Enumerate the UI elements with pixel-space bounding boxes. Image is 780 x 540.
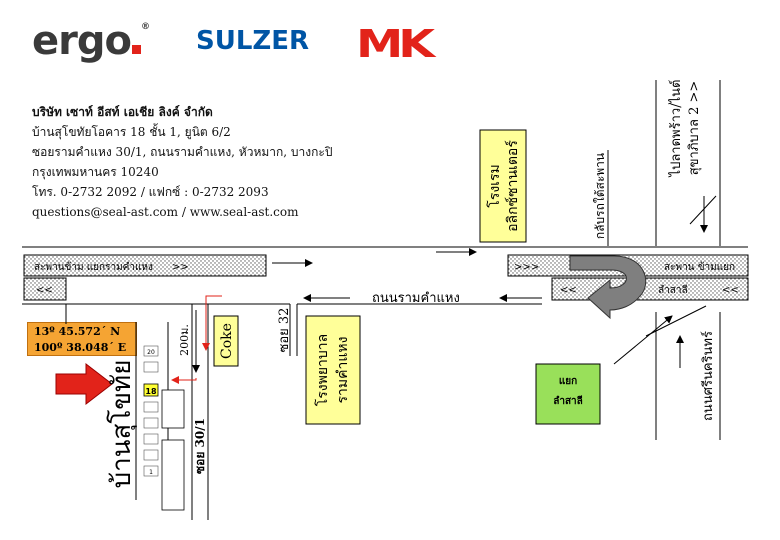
building-16: [143, 417, 159, 429]
cinema-box: [479, 129, 527, 243]
building-1: [143, 465, 159, 477]
flyover-left-label: สะพานข้าม แยกรามคำแหง: [34, 261, 153, 273]
latitude: 13º 45.572´ N: [34, 325, 121, 338]
main-road-label: ถนนรามคำแหง: [372, 291, 460, 306]
flyover-right-back2: <<: [722, 285, 739, 296]
building-20-label: 20: [147, 349, 155, 356]
red-route-1: [202, 295, 222, 351]
srinakarin-label: ถนนศรีนครินทร์: [700, 331, 716, 421]
road-lad-diagonal: [689, 195, 717, 225]
coke-label: Coke: [219, 323, 235, 359]
longitude: 100º 38.048´ E: [34, 341, 127, 354]
address-line-3: กรุงเทพมหานคร 10240: [32, 165, 159, 179]
coke-box: [213, 315, 239, 367]
building-14: [143, 449, 159, 461]
address-line-1: บ้านสุโขทัยโอคาร 18 ชั้น 1, ยูนิต 6/2: [32, 125, 231, 139]
building-18-label: 18: [145, 387, 157, 396]
company-name: บริษัท เซาท์ อีสท์ เอเชีย ลิงค์ จำกัด: [32, 105, 213, 119]
uturn-label: กลับรถใต้สะพาน: [593, 153, 607, 239]
hospital-label-2: รามคำแหง: [335, 337, 351, 404]
soi-30-1-label: ซอย 30/1: [193, 418, 207, 474]
lamsalee-label-2: ลำสาลี: [553, 395, 583, 407]
soi-32-label: ซอย 32: [277, 308, 292, 353]
building-15: [143, 433, 159, 445]
flyover-right-back: <<: [560, 285, 577, 296]
address-line-2: ซอยรามคำแหง 30/1, ถนนรามคำแหง, หัวหมาก, …: [32, 145, 333, 159]
block-right-2: [161, 439, 185, 511]
cinema-label-2: อลิกซ์ซานเตอร์: [504, 140, 521, 232]
sulzer-logo: SULZER: [196, 26, 310, 56]
flyover-right-bottom: [551, 277, 749, 301]
lad-label-2: สุขาภิบาล 2 >>: [687, 81, 702, 176]
flyover-right-fwd: >>>: [514, 262, 539, 273]
cinema-label-1: โรงเรม: [486, 164, 503, 207]
company-address: บริษัท เซาท์ อีสท์ เอเชีย ลิงค์ จำกัด บ้…: [32, 102, 332, 222]
building-18: [143, 383, 159, 397]
lamsalee-label-1: แยก: [559, 376, 577, 387]
building-17: [143, 401, 159, 413]
flyover-left-ramp: [23, 277, 67, 301]
u-turn-arrow: [569, 255, 647, 320]
building-name-label: บ้านสุโขทัย: [106, 360, 137, 489]
email-web: questions@seal-ast.com / www.seal-ast.co…: [32, 205, 299, 219]
distance-label: 200ม.: [178, 324, 191, 356]
mk-logo: MK: [356, 22, 435, 66]
lad-label-1: ไปลาดพร้าว/ไนต์: [668, 80, 684, 178]
building-20: [143, 345, 159, 357]
flyover-left: [23, 254, 267, 277]
flyover-left-back: <<: [36, 285, 53, 296]
flyover-right-name: สะพาน ข้ามแยก: [664, 261, 735, 273]
gps-coordinates: 13º 45.572´ N 100º 38.048´ E: [27, 322, 137, 356]
flyover-left-arrows: >>: [172, 262, 189, 273]
ergo-logo: ergo®: [32, 18, 150, 64]
block-right-1: [161, 389, 185, 429]
red-route-2: [171, 376, 197, 384]
hospital-box: [305, 315, 361, 425]
location-arrow-icon: [55, 362, 113, 406]
building-19: [143, 361, 159, 373]
building-1-label: 1: [149, 469, 153, 476]
road-sri-diagonal: [645, 305, 707, 337]
flyover-right-sub: ลำสาลี: [658, 284, 688, 296]
phone-fax: โทร. 0-2732 2092 / แฟกซ์ : 0-2732 2093: [32, 185, 269, 199]
lamsalee-box: [535, 363, 601, 425]
arrow-to-uturn: [613, 315, 673, 365]
hospital-label-1: โรงพยาบาล: [314, 334, 331, 407]
